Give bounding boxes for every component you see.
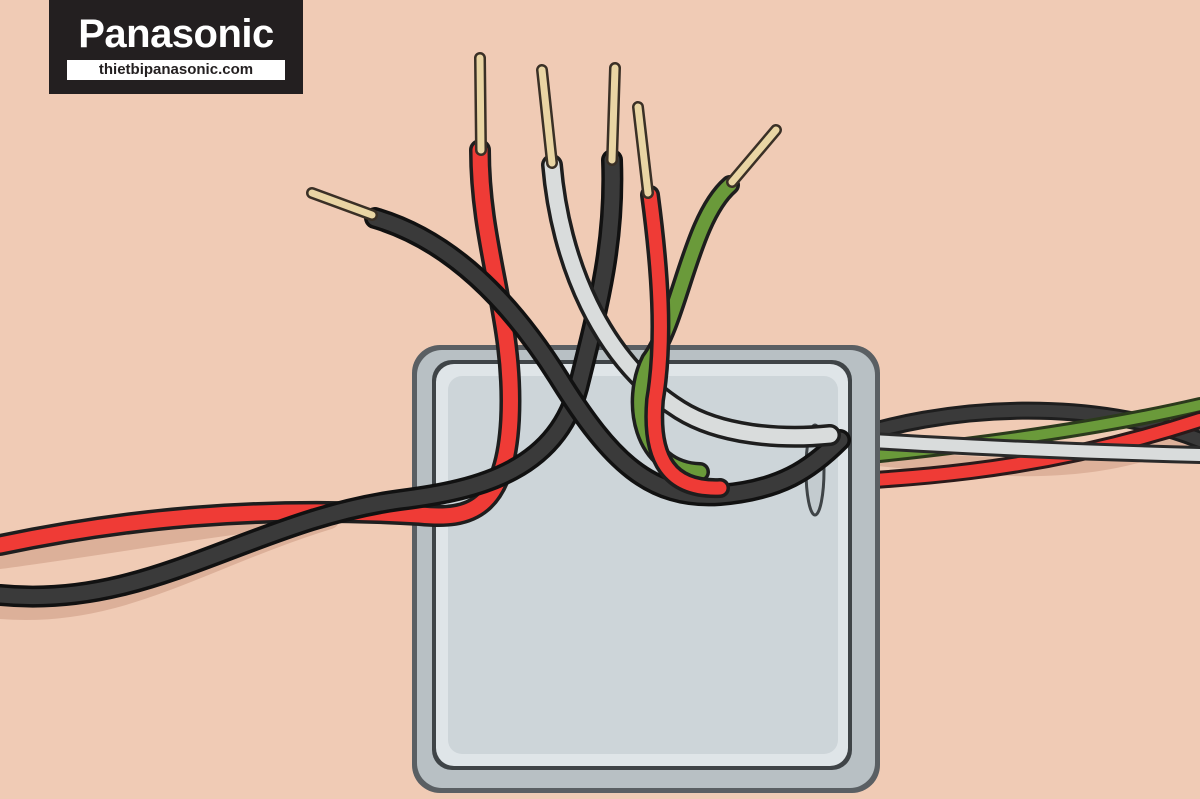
- logo-url: thietbipanasonic.com: [67, 60, 285, 80]
- panasonic-logo: Panasonic thietbipanasonic.com: [49, 0, 303, 94]
- logo-brand: Panasonic: [78, 12, 274, 56]
